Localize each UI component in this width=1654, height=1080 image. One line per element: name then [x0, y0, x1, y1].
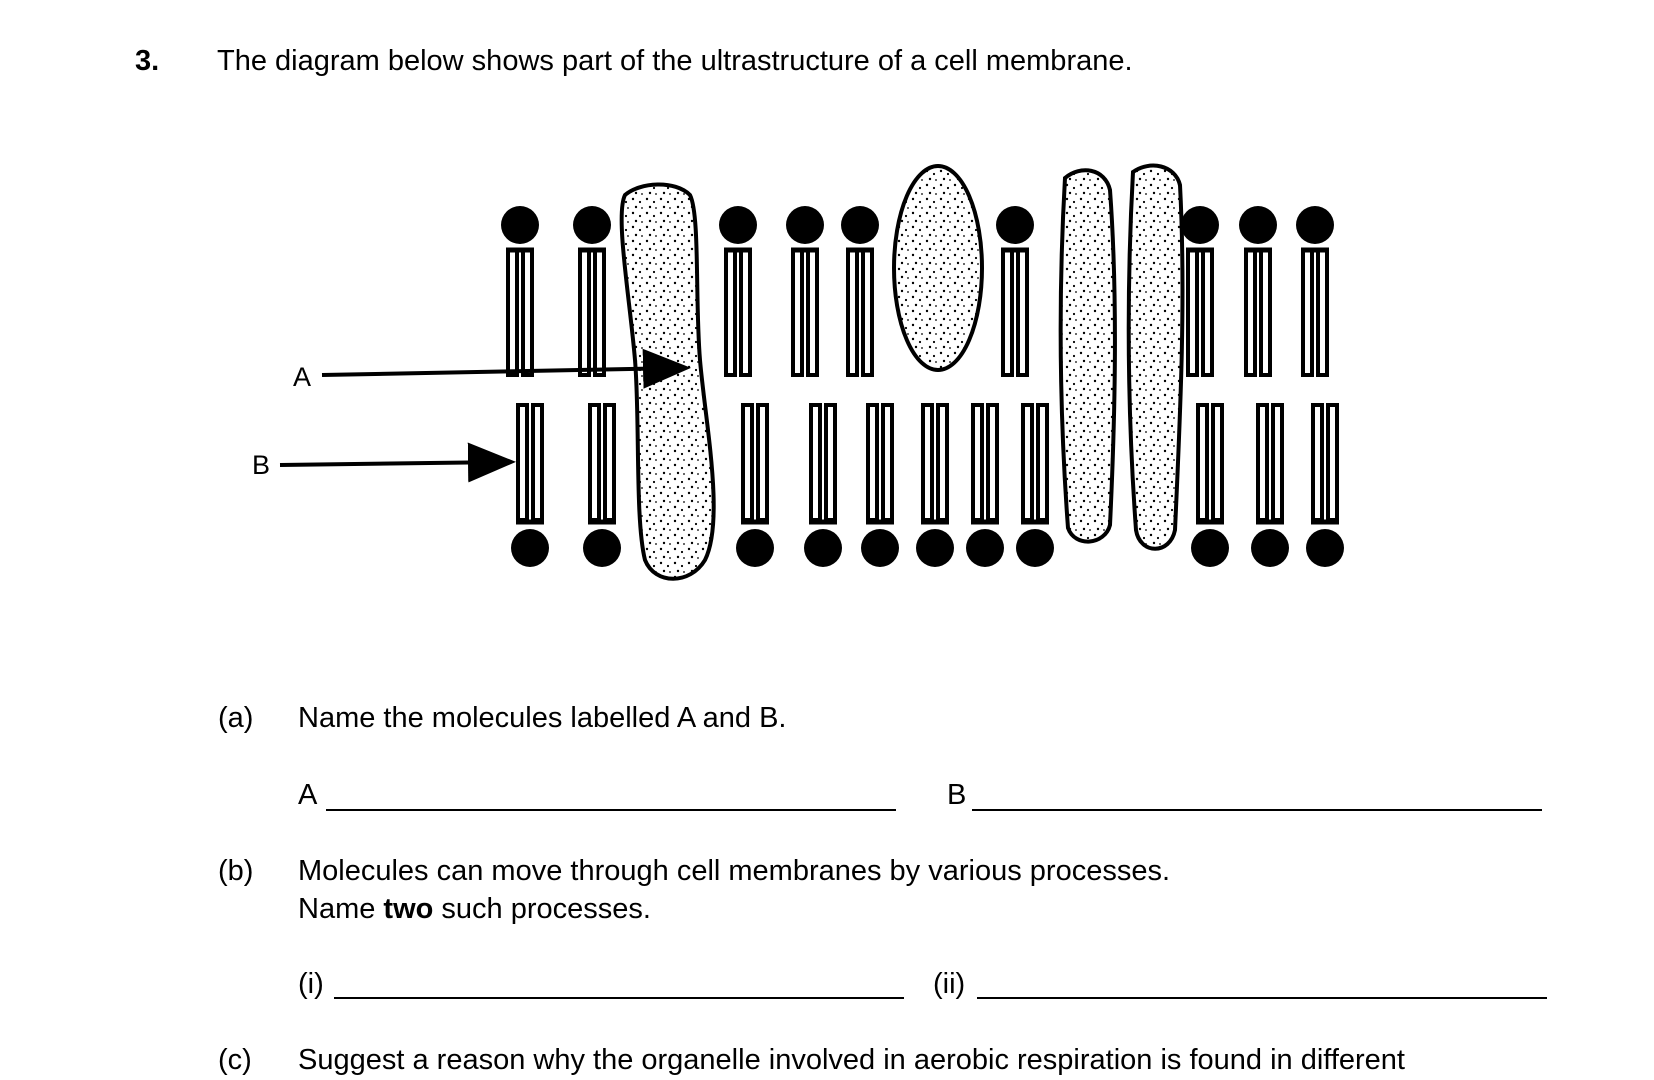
fatty-acid-tail: [593, 248, 606, 377]
fatty-acid-tail: [506, 248, 519, 377]
question-intro: The diagram below shows part of the ultr…: [217, 45, 1133, 77]
phospholipid-head-outer: [1239, 206, 1277, 244]
part-a-question: Name the molecules labelled A and B.: [298, 702, 787, 734]
fatty-acid-tail: [1259, 248, 1272, 377]
part-a-label: (a): [218, 702, 254, 734]
phospholipid-head-inner: [1306, 529, 1344, 567]
fatty-acid-tail: [936, 403, 949, 522]
part-c-question: Suggest a reason why the organelle invol…: [298, 1044, 1405, 1076]
fatty-acid-tail: [1271, 403, 1284, 522]
phospholipid-bilayer: [501, 206, 1344, 567]
answer-ii-label: (ii): [933, 968, 966, 1000]
answer-a-line[interactable]: [326, 809, 896, 811]
part-b-line2-bold: two: [383, 893, 434, 925]
fatty-acid-tail: [1301, 248, 1314, 377]
part-b-question-line1: Molecules can move through cell membrane…: [298, 855, 1171, 887]
fatty-acid-tail: [861, 248, 874, 377]
phospholipid-head-outer: [1181, 206, 1219, 244]
phospholipid-head-inner: [861, 529, 899, 567]
fatty-acid-tail: [921, 403, 934, 522]
part-b-question-line2: Name two such processes.: [298, 892, 651, 926]
cell-membrane-diagram: A B: [252, 163, 1344, 581]
fatty-acid-tail: [1311, 403, 1324, 522]
fatty-acid-tail: [971, 403, 984, 522]
fatty-acid-tail: [1201, 248, 1214, 377]
transmembrane-protein-channel-right: [1126, 163, 1185, 551]
phospholipid-head-inner: [511, 529, 549, 567]
fatty-acid-tail: [1316, 248, 1329, 377]
answer-b-label: B: [947, 779, 967, 811]
fatty-acid-tail: [516, 403, 529, 522]
label-b: B: [252, 450, 270, 480]
phospholipid-head-inner: [1191, 529, 1229, 567]
answer-i-line[interactable]: [334, 997, 904, 999]
phospholipid-head-inner: [1251, 529, 1289, 567]
fatty-acid-tail: [1001, 248, 1014, 377]
phospholipid-head-inner: [804, 529, 842, 567]
phospholipid-head-outer: [573, 206, 611, 244]
fatty-acid-tail: [756, 403, 769, 522]
phospholipid-head-outer: [719, 206, 757, 244]
fatty-acid-tail: [809, 403, 822, 522]
answer-b-line[interactable]: [972, 809, 1542, 811]
phospholipid-head-inner: [583, 529, 621, 567]
peripheral-protein: [892, 164, 984, 372]
transmembrane-protein-left: [619, 182, 716, 581]
phospholipid-head-outer: [501, 206, 539, 244]
answer-a-label: A: [298, 779, 318, 811]
fatty-acid-tail: [1256, 403, 1269, 522]
part-b-line2-pre: Name: [298, 893, 384, 925]
fatty-acid-tail: [791, 248, 804, 377]
arrow-a: [321, 348, 691, 389]
phospholipid-head-inner: [1016, 529, 1054, 567]
phospholipid-head-outer: [841, 206, 879, 244]
fatty-acid-tail: [531, 403, 544, 522]
fatty-acid-tail: [1016, 248, 1029, 377]
phospholipid-head-outer: [996, 206, 1034, 244]
part-c-label: (c): [218, 1044, 252, 1076]
fatty-acid-tail: [1326, 403, 1339, 522]
arrow-b: [279, 442, 516, 483]
fatty-acid-tail: [1211, 403, 1224, 522]
fatty-acid-tail: [1244, 248, 1257, 377]
phospholipid-head-outer: [1296, 206, 1334, 244]
fatty-acid-tail: [578, 248, 591, 377]
phospholipid-head-outer: [786, 206, 824, 244]
fatty-acid-tail: [824, 403, 837, 522]
phospholipid-head-inner: [916, 529, 954, 567]
fatty-acid-tail: [1036, 403, 1049, 522]
fatty-acid-tail: [521, 248, 534, 377]
fatty-acid-tail: [741, 403, 754, 522]
question-number: 3.: [135, 45, 160, 77]
label-a: A: [293, 362, 311, 392]
fatty-acid-tail: [603, 403, 616, 522]
part-b-line2-post: such processes.: [433, 893, 651, 925]
fatty-acid-tail: [1186, 248, 1199, 377]
fatty-acid-tail: [881, 403, 894, 522]
fatty-acid-tail: [739, 248, 752, 377]
part-b-label: (b): [218, 855, 254, 887]
phospholipid-head-inner: [966, 529, 1004, 567]
fatty-acid-tail: [1021, 403, 1034, 522]
phospholipid-head-inner: [736, 529, 774, 567]
fatty-acid-tail: [1196, 403, 1209, 522]
fatty-acid-tail: [986, 403, 999, 522]
fatty-acid-tail: [866, 403, 879, 522]
answer-ii-line[interactable]: [977, 997, 1547, 999]
transmembrane-protein-channel-left: [1058, 168, 1117, 544]
fatty-acid-tail: [846, 248, 859, 377]
fatty-acid-tail: [806, 248, 819, 377]
answer-i-label: (i): [298, 968, 324, 1000]
fatty-acid-tail: [724, 248, 737, 377]
fatty-acid-tail: [588, 403, 601, 522]
